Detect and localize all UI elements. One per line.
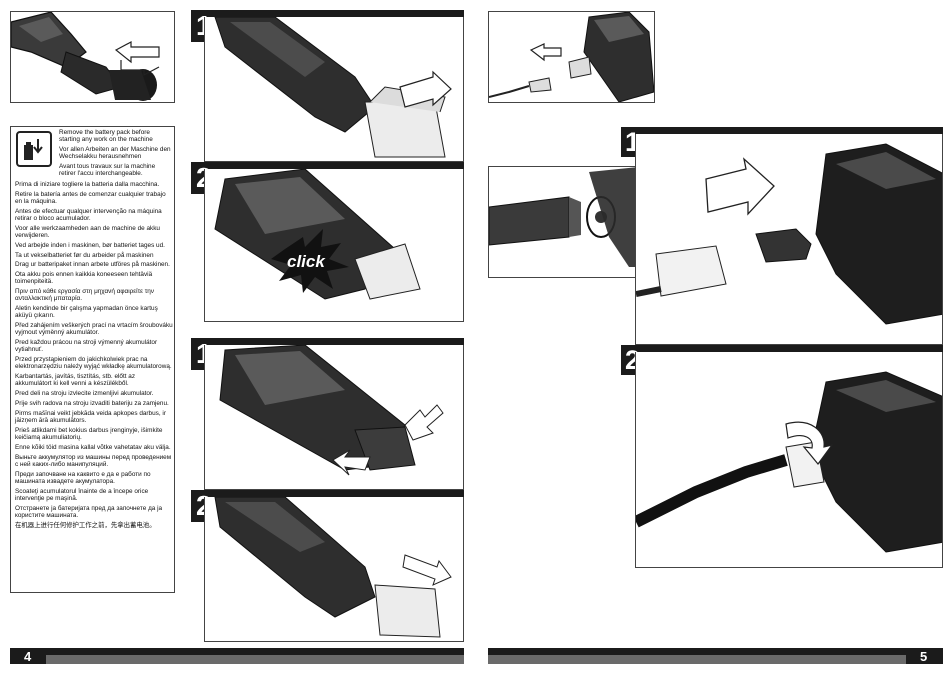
warning-line: Drag ur batteripaket innan arbete utföre… — [15, 261, 170, 269]
warning-line: Πριν από κάθε εργασία στη μηχανή αφαιρεί… — [15, 288, 154, 303]
click-label: click — [287, 252, 325, 271]
warning-line: Karbantartás, javítás, tisztítás, stb. e… — [15, 373, 136, 388]
warning-line: Prima di iniziare togliere la batteria d… — [15, 181, 160, 188]
warning-line: Aletin kendinde bir çalışma yapmadan önc… — [15, 305, 158, 320]
illustration-cable-connect — [488, 11, 655, 103]
warning-line: Vor allen Arbeiten an der Maschine den W… — [59, 146, 171, 161]
warning-line: Antes de efectuar qualquer intervenção n… — [15, 207, 162, 222]
warning-line: Remove the battery pack before starting … — [59, 129, 153, 144]
page-number: 5 — [920, 649, 928, 664]
page-number: 4 — [24, 649, 32, 664]
page-footer-right: 5 — [488, 648, 943, 664]
warning-line: 在机器上进行任何修护工作之前，先拿出蓄电池。 — [15, 521, 156, 529]
warning-line: Ta ut vekselbatteriet før du arbeider på… — [15, 251, 154, 259]
battery-warning-icon — [16, 131, 52, 167]
illustration-handle-battery — [10, 11, 175, 103]
warning-line: Выньте аккумулятор из машины перед прове… — [15, 453, 172, 468]
warning-line: Před zahájením veškerých prací na vrtací… — [15, 322, 173, 337]
step-2-battery-click: 2 click — [191, 162, 464, 322]
battery-warning-box: Remove the battery pack before starting … — [10, 126, 175, 593]
step-1-attach-probe: 1 — [621, 127, 943, 345]
warning-line: Преди започване на каквито е да е работи… — [15, 470, 151, 485]
warning-line: Enne kõiki töid masina kallal võtke vahe… — [15, 443, 171, 451]
step-2-tighten-probe: 2 — [621, 345, 943, 568]
step-2-remove-battery: 2 — [191, 490, 464, 642]
warning-line: Voor alle werkzaamheden aan de machine d… — [15, 224, 160, 239]
warning-line: Scoateţi acumulatorul înainte de a încep… — [15, 487, 149, 502]
warning-line: Ota akku pois ennen kaikkia koneeseen te… — [15, 271, 153, 286]
warning-line: Przed przystąpieniem do jakichkolwiek pr… — [15, 356, 172, 371]
page-footer-left: 4 — [10, 648, 464, 664]
warning-line: Отстранете ја батеријата пред да започне… — [15, 504, 163, 519]
step-1-press-release: 1 — [191, 338, 464, 490]
step-1-insert-battery: 1 — [191, 10, 464, 162]
warning-line: Prieš atlikdami bet kokius darbus įrengi… — [15, 426, 163, 441]
warning-line: Ved arbejde inden i maskinen, bør batter… — [15, 241, 165, 249]
warning-line: Avant tous travaux sur la machine retire… — [59, 163, 156, 178]
warning-line: Prije svih radova na stroju izvaditi bat… — [15, 399, 169, 407]
warning-line: Pred deli na stroju izvlecite izmenljivi… — [15, 390, 154, 398]
warning-line: Pred každou prácou na stroji výmenný aku… — [15, 339, 158, 354]
warning-line: Pirms mašīnai veikt jebkāda veida apkope… — [15, 409, 166, 424]
warning-line: Retire la batería antes de comenzar cual… — [15, 190, 166, 205]
